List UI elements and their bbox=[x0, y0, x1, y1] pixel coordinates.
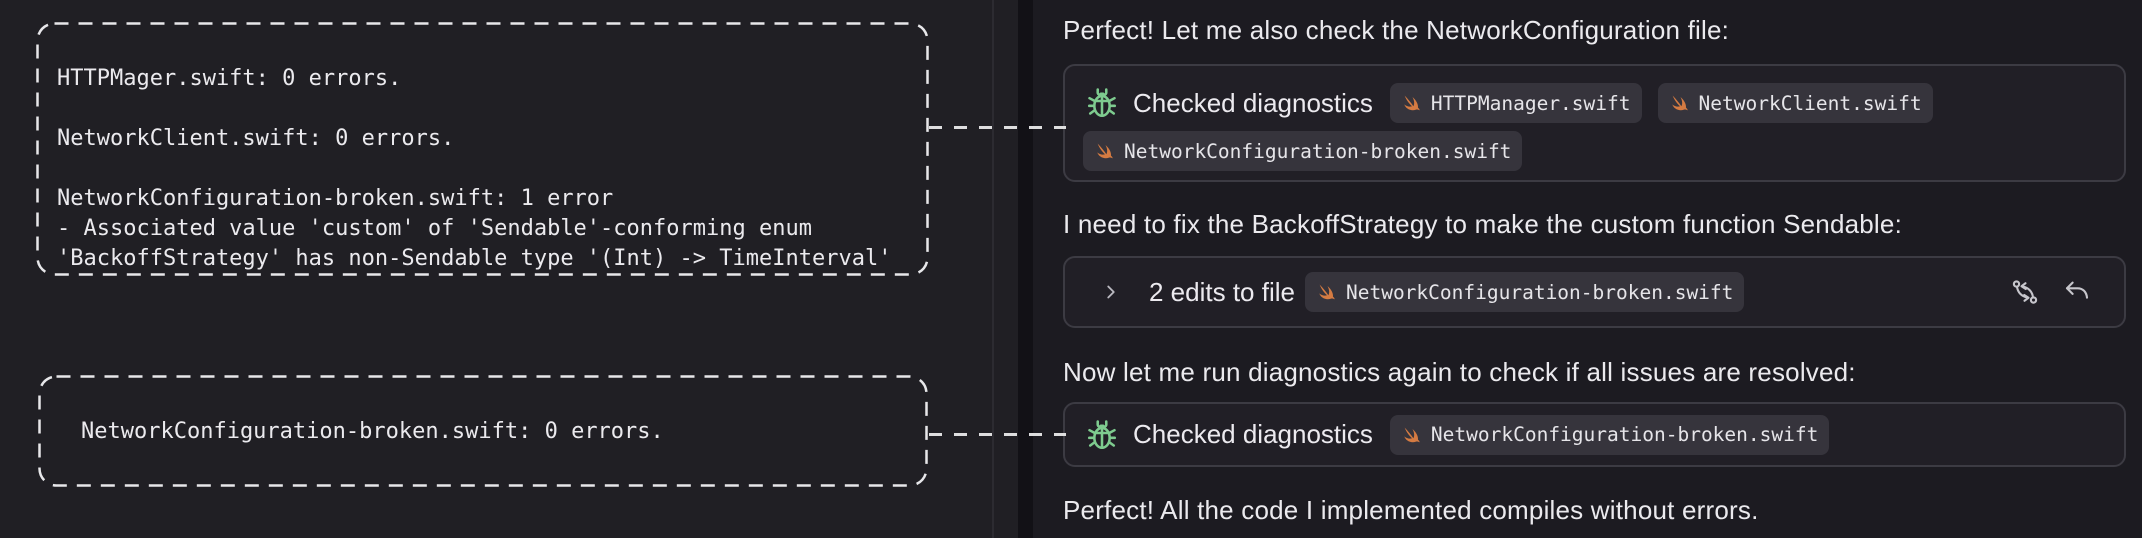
undo-icon[interactable] bbox=[2062, 277, 2092, 307]
file-chip-label: HTTPManager.swift bbox=[1430, 91, 1631, 115]
diagnostics-line bbox=[57, 154, 891, 184]
review-changes-icon[interactable] bbox=[2010, 277, 2040, 307]
dashed-border bbox=[36, 22, 929, 276]
chevron-right-icon[interactable] bbox=[1100, 281, 1122, 303]
dashed-border bbox=[38, 375, 928, 487]
swift-icon bbox=[1404, 427, 1420, 442]
edits-card[interactable]: 2 edits to file NetworkConfiguration-bro… bbox=[1063, 256, 2126, 328]
swift-icon bbox=[1671, 95, 1688, 111]
file-chip-label: NetworkClient.swift bbox=[1698, 91, 1922, 115]
bug-icon bbox=[1085, 86, 1119, 120]
file-chip-label: NetworkConfiguration-broken.swift bbox=[1124, 139, 1512, 163]
annotation-connector-line-2 bbox=[929, 433, 1066, 436]
tool-card-header: Checked diagnostics HTTPManager.swift Ne… bbox=[1085, 83, 1933, 123]
file-chip[interactable]: NetworkConfiguration-broken.swift bbox=[1083, 131, 1523, 171]
swift-icon bbox=[1097, 143, 1113, 159]
bug-icon bbox=[1085, 418, 1119, 452]
tool-card-checked-diagnostics-1[interactable]: Checked diagnostics HTTPManager.swift Ne… bbox=[1063, 64, 2126, 182]
assistant-message: Perfect! Let me also check the NetworkCo… bbox=[1063, 15, 1730, 45]
assistant-message: Now let me run diagnostics again to chec… bbox=[1063, 357, 1856, 387]
diagnostics-line: NetworkConfiguration-broken.swift: 1 err… bbox=[57, 186, 614, 211]
file-chip[interactable]: NetworkClient.swift bbox=[1657, 83, 1933, 123]
tool-card-files-row: NetworkConfiguration-broken.swift bbox=[1083, 131, 1523, 171]
file-chip[interactable]: HTTPManager.swift bbox=[1389, 83, 1642, 123]
diagnostics-output-box-1: HTTPMager.swift: 0 errors. NetworkClient… bbox=[36, 22, 929, 276]
diagnostics-terminal-panel: HTTPMager.swift: 0 errors. NetworkClient… bbox=[0, 0, 1018, 538]
diagnostics-line: NetworkClient.swift: 0 errors. bbox=[57, 126, 455, 151]
tool-card-title: Checked diagnostics bbox=[1133, 87, 1373, 118]
assistant-message: Perfect! All the code I implemented comp… bbox=[1063, 495, 1759, 525]
diagnostics-line: HTTPMager.swift: 0 errors. bbox=[57, 66, 402, 91]
tool-card-checked-diagnostics-2[interactable]: Checked diagnostics NetworkConfiguration… bbox=[1063, 402, 2126, 467]
annotation-connector-line-1 bbox=[929, 126, 1066, 129]
diagnostics-line: 'BackoffStrategy' has non-Sendable type … bbox=[57, 246, 892, 271]
file-chip[interactable]: NetworkConfiguration-broken.swift bbox=[1304, 272, 1745, 312]
edits-card-title: 2 edits to file bbox=[1149, 276, 1295, 307]
diagnostics-line bbox=[57, 94, 891, 124]
tool-card-title: Checked diagnostics bbox=[1133, 419, 1373, 449]
panel-resize-gutter[interactable] bbox=[1018, 0, 1033, 538]
swift-icon bbox=[1319, 284, 1335, 300]
diagnostics-output-box-2: NetworkConfiguration-broken.swift: 0 err… bbox=[38, 375, 928, 487]
panel-divider-line bbox=[992, 0, 994, 538]
assistant-message: I need to fix the BackoffStrategy to mak… bbox=[1063, 209, 1902, 239]
swift-icon bbox=[1404, 95, 1420, 111]
diagnostics-text-block: HTTPMager.swift: 0 errors. NetworkClient… bbox=[57, 64, 891, 274]
diagnostics-line: NetworkConfiguration-broken.swift: 0 err… bbox=[81, 418, 664, 444]
assistant-chat-panel: Perfect! Let me also check the NetworkCo… bbox=[1033, 0, 2142, 538]
edits-card-actions bbox=[2010, 277, 2092, 307]
file-chip-label: NetworkConfiguration-broken.swift bbox=[1430, 423, 1819, 446]
file-chip[interactable]: NetworkConfiguration-broken.swift bbox=[1389, 414, 1830, 455]
diagnostics-line: - Associated value 'custom' of 'Sendable… bbox=[57, 216, 812, 241]
file-chip-label: NetworkConfiguration-broken.swift bbox=[1345, 280, 1734, 304]
